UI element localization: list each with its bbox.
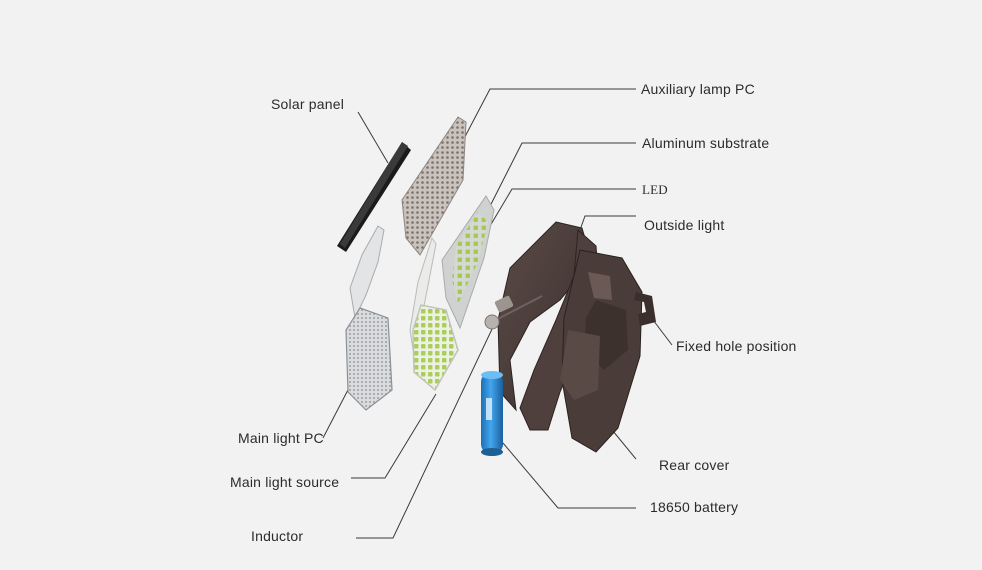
label-outside-light: Outside light [644, 217, 725, 233]
label-18650-battery: 18650 battery [650, 499, 739, 515]
label-led: LED [642, 182, 668, 197]
leader-aluminum [483, 142, 636, 219]
main-light-pc [345, 225, 393, 411]
label-rear-cover: Rear cover [659, 457, 730, 473]
label-main-light-source: Main light source [230, 474, 340, 490]
label-main-light-pc: Main light PC [238, 430, 324, 446]
leader-led [489, 188, 636, 227]
solar-panel [337, 142, 411, 252]
label-solar-panel: Solar panel [271, 96, 345, 112]
leader-battery [502, 442, 636, 509]
main-light-source [409, 236, 459, 392]
label-inductor: Inductor [251, 528, 304, 544]
leader-auxiliary-lamp [457, 88, 636, 151]
battery-18650 [481, 371, 503, 456]
leader-solar-panel [357, 111, 389, 164]
label-aluminum-substrate: Aluminum substrate [642, 135, 770, 151]
inductor [484, 295, 543, 330]
leader-inductor [356, 326, 494, 539]
leader-lines [322, 88, 673, 539]
aluminum-substrate [441, 195, 495, 330]
label-auxiliary-lamp-pc: Auxiliary lamp PC [641, 81, 755, 97]
rear-cover [560, 249, 643, 453]
fixed-hole-bracket [634, 292, 656, 326]
label-fixed-hole-position: Fixed hole position [676, 338, 797, 354]
auxiliary-lamp-pc [401, 116, 467, 256]
leader-main-light-source [351, 393, 437, 479]
leader-main-light-pc [322, 385, 351, 439]
